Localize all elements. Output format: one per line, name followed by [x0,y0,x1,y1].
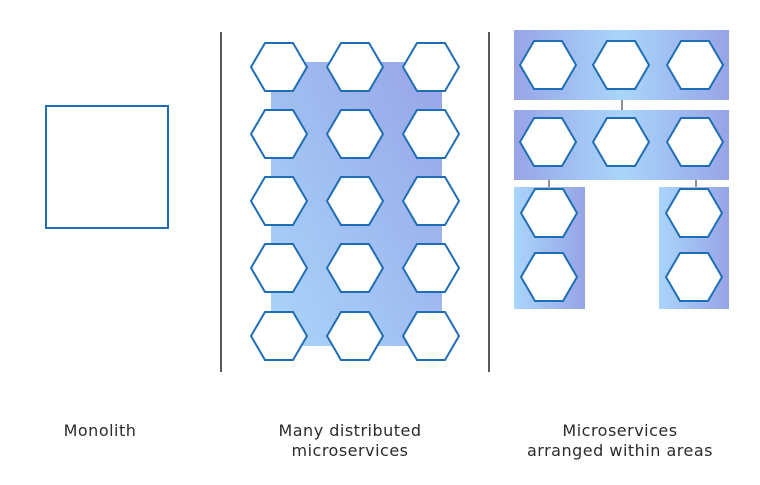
microservice-hexagon [664,188,724,238]
microservice-hexagon [325,243,385,293]
caption-line: Microservices [562,421,678,440]
microservice-hexagon [325,109,385,159]
distributed-microservices [249,42,461,361]
areas-caption: Microservices arranged within areas [500,421,740,461]
microservice-hexagon [249,109,309,159]
microservice-hexagon [401,42,461,92]
area-connectors [548,100,697,187]
microservice-hexagon [665,117,725,167]
microservice-hexagon [325,42,385,92]
monolith-caption: Monolith [30,421,170,441]
microservice-hexagon [401,311,461,361]
microservice-hexagon [401,176,461,226]
microservice-hexagon [401,243,461,293]
microservice-hexagon [519,188,579,238]
microservice-hexagon [591,117,651,167]
caption-line: microservices [291,441,409,460]
microservice-hexagon [249,176,309,226]
microservice-hexagon [518,40,578,90]
microservice-hexagon [325,176,385,226]
microservice-hexagon [401,109,461,159]
distributed-caption: Many distributed microservices [250,421,450,461]
area-microservices [518,40,725,302]
microservice-hexagon [249,311,309,361]
microservice-hexagon [249,243,309,293]
caption-line: arranged within areas [527,441,713,460]
caption-line: Many distributed [278,421,422,440]
microservice-hexagon [591,40,651,90]
microservice-hexagon [665,40,725,90]
monolith-box [45,105,169,229]
microservice-hexagon [325,311,385,361]
caption-line: Monolith [63,421,137,440]
microservice-hexagon [518,117,578,167]
microservice-hexagon [519,252,579,302]
microservice-hexagon [664,252,724,302]
microservice-hexagon [249,42,309,92]
